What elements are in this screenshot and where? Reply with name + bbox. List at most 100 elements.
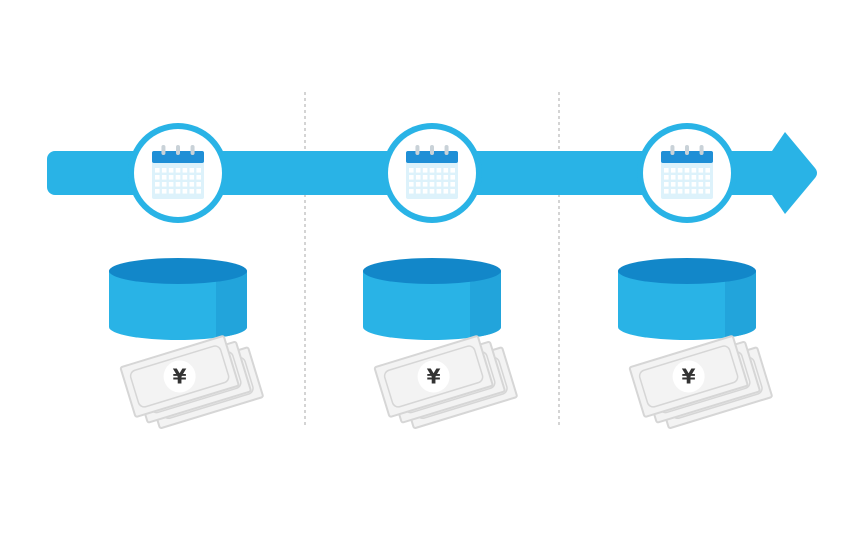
calendar-binding-ring bbox=[430, 145, 434, 155]
calendar-day-cell bbox=[168, 189, 174, 194]
calendar-day-cell bbox=[155, 175, 160, 180]
yen-symbol: ¥ bbox=[682, 364, 696, 388]
calendar-day-cell bbox=[677, 175, 683, 180]
calendar-binding-ring bbox=[699, 145, 704, 155]
calendar-day-cell bbox=[705, 168, 710, 173]
calendar-binding-ring bbox=[161, 145, 166, 155]
calendar-day-cell bbox=[664, 189, 669, 194]
calendar-day-cell bbox=[415, 189, 421, 194]
calendar-day-cell bbox=[182, 175, 188, 180]
calendar-day-cell bbox=[175, 189, 181, 194]
banknote-emblem bbox=[672, 360, 705, 393]
calendar-day-cell bbox=[664, 182, 669, 187]
banknote-emblem bbox=[417, 360, 450, 393]
cylinder-side bbox=[216, 271, 248, 338]
calendar-binding-ring bbox=[444, 145, 449, 155]
cylinder-top bbox=[363, 258, 501, 284]
calendar-day-cell bbox=[155, 189, 160, 194]
calendar-day-cell bbox=[664, 168, 669, 173]
calendar-day-cell bbox=[422, 175, 428, 180]
calendar-day-cell bbox=[196, 189, 201, 194]
calendar-day-cell bbox=[415, 175, 421, 180]
calendar-day-cell bbox=[168, 175, 174, 180]
calendar-day-cell bbox=[684, 175, 690, 180]
calendar-day-cell bbox=[677, 189, 683, 194]
calendar-day-cell bbox=[182, 189, 188, 194]
calendar-day-cell bbox=[436, 168, 442, 173]
calendar-day-cell bbox=[409, 168, 414, 173]
calendar-day-cell bbox=[168, 168, 174, 173]
calendar-day-cell bbox=[691, 189, 697, 194]
calendar-day-cell bbox=[196, 175, 201, 180]
calendar-day-cell bbox=[155, 168, 160, 173]
calendar-binding-ring bbox=[670, 145, 675, 155]
calendar-day-cell bbox=[677, 168, 683, 173]
calendar-day-cell bbox=[670, 175, 676, 180]
cylinder-icon bbox=[618, 258, 757, 340]
calendar-day-cell bbox=[409, 175, 414, 180]
calendar-day-cell bbox=[436, 182, 442, 187]
calendar-binding-ring bbox=[415, 145, 420, 155]
calendar-icon bbox=[152, 145, 204, 199]
cylinder-body bbox=[363, 271, 501, 340]
calendar-icon bbox=[661, 145, 713, 199]
calendar-day-cell bbox=[443, 182, 449, 187]
calendar-day-cell bbox=[409, 189, 414, 194]
calendar-day-cell bbox=[415, 168, 421, 173]
calendar-day-cell bbox=[189, 189, 195, 194]
calendar-day-cell bbox=[429, 189, 435, 194]
stage-1: ¥ bbox=[109, 123, 264, 429]
calendar-day-cell bbox=[422, 189, 428, 194]
calendar-day-cell bbox=[175, 175, 181, 180]
calendar-day-cell bbox=[670, 189, 676, 194]
calendar-day-cell bbox=[429, 168, 435, 173]
banknote-inner-border bbox=[638, 345, 739, 408]
calendar-day-cell bbox=[161, 168, 167, 173]
cylinder-icon bbox=[363, 258, 502, 340]
calendar-binding-ring bbox=[176, 145, 180, 155]
calendar-day-cell bbox=[182, 182, 188, 187]
calendar-day-cell bbox=[691, 175, 697, 180]
calendar-day-cell bbox=[409, 182, 414, 187]
stage-2: ¥ bbox=[363, 123, 518, 429]
calendar-day-cell bbox=[436, 175, 442, 180]
calendar-day-cell bbox=[429, 182, 435, 187]
calendar-day-cell bbox=[664, 175, 669, 180]
calendar-day-cell bbox=[415, 182, 421, 187]
calendar-day-cell bbox=[684, 189, 690, 194]
cylinder-top bbox=[618, 258, 756, 284]
calendar-day-cell bbox=[705, 175, 710, 180]
stage-3: ¥ bbox=[618, 123, 773, 429]
calendar-binding-ring bbox=[190, 145, 195, 155]
calendar-day-cell bbox=[161, 189, 167, 194]
calendar-day-cell bbox=[443, 189, 449, 194]
calendar-day-cell bbox=[698, 182, 704, 187]
yen-banknotes-icon: ¥ bbox=[119, 335, 264, 429]
calendar-day-cell bbox=[182, 168, 188, 173]
cylinder-body bbox=[618, 271, 756, 340]
arrow-head-icon bbox=[772, 132, 817, 214]
calendar-day-cell bbox=[705, 182, 710, 187]
calendar-day-cell bbox=[670, 182, 676, 187]
calendar-day-cell bbox=[422, 168, 428, 173]
calendar-day-cell bbox=[698, 168, 704, 173]
banknote-emblem bbox=[163, 360, 196, 393]
calendar-day-cell bbox=[705, 189, 710, 194]
cylinder-icon bbox=[109, 258, 248, 340]
calendar-day-cell bbox=[684, 182, 690, 187]
yen-symbol: ¥ bbox=[173, 364, 187, 388]
calendar-day-cell bbox=[175, 182, 181, 187]
calendar-day-cell bbox=[189, 168, 195, 173]
calendar-day-cell bbox=[698, 175, 704, 180]
calendar-day-cell bbox=[698, 189, 704, 194]
calendar-day-cell bbox=[691, 182, 697, 187]
calendar-day-cell bbox=[161, 175, 167, 180]
calendar-day-cell bbox=[677, 182, 683, 187]
calendar-day-cell bbox=[168, 182, 174, 187]
calendar-day-cell bbox=[161, 182, 167, 187]
calendar-day-cell bbox=[429, 175, 435, 180]
calendar-day-cell bbox=[436, 189, 442, 194]
calendar-day-cell bbox=[450, 175, 455, 180]
